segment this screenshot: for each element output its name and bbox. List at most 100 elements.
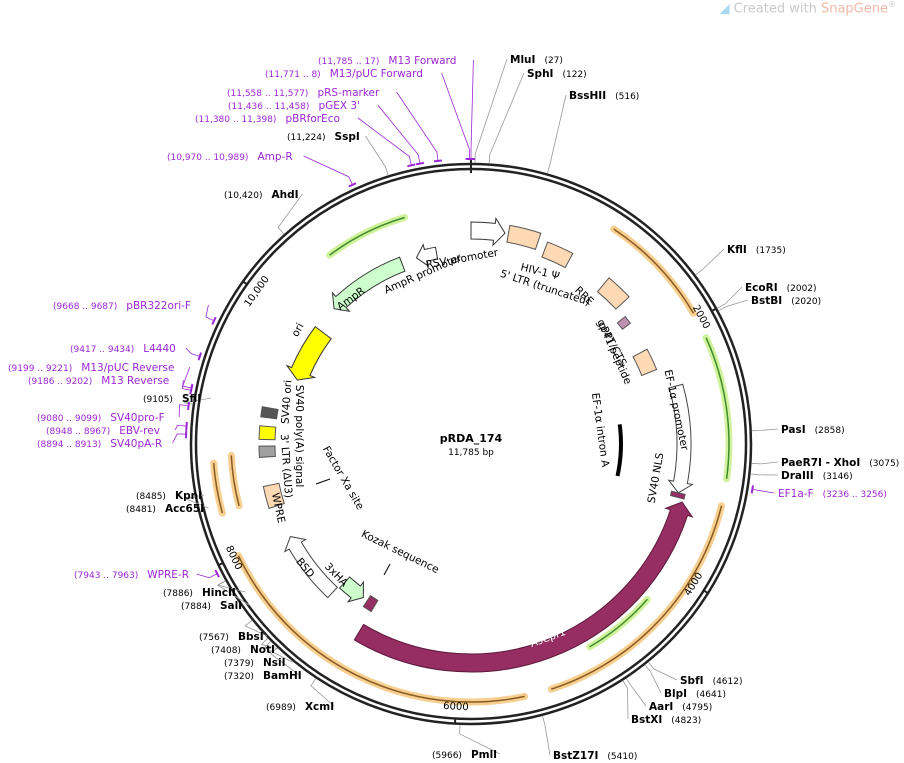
site-xcmi[interactable]: (6989)XcmI: [266, 678, 335, 713]
feature-label-sv40-poly-a-signal: SV40 poly(A) signal: [293, 385, 305, 488]
site-label: PaeR7I - XhoI(3075): [781, 457, 899, 469]
primer-ef1a-f[interactable]: EF1a-F(3236 .. 3256): [750, 485, 887, 500]
primer-leader: [181, 379, 192, 391]
site-bstbi[interactable]: BstBI(2020): [718, 295, 821, 312]
primer-m13-puc-forward[interactable]: (11,771 .. 8)M13/pUC Forward: [265, 68, 474, 160]
site-sfii[interactable]: (9105)SfiI: [143, 393, 212, 405]
primer-leader: [174, 425, 187, 431]
primer-pos: (9417 .. 9434): [70, 345, 134, 355]
factor-xa-marker: [315, 478, 331, 485]
watermark-brand: SnapGene: [820, 1, 888, 17]
site-pos: (1735): [756, 246, 786, 256]
primer-sv40pa-r[interactable]: (8894 .. 8913)SV40pA-R: [37, 430, 188, 450]
site-aari[interactable]: AarI(4795): [625, 678, 712, 713]
site-name: DraIII: [781, 470, 814, 482]
primer-label: (8894 .. 8913)SV40pA-R: [37, 438, 162, 450]
primer-name: M13 Reverse: [101, 375, 169, 387]
primer-leader: [185, 347, 200, 357]
primer-m13-reverse[interactable]: (9186 .. 9202)M13 Reverse: [28, 375, 193, 395]
site-label: BstBI(2020): [751, 295, 821, 307]
site-label: (7886)HincII: [163, 587, 236, 599]
site-acc65i[interactable]: (8481)Acc65I: [126, 496, 209, 515]
primer-pbrforeco[interactable]: (11,380 .. 11,398)pBRforEco: [195, 113, 416, 168]
primer-name: M13/pUC Reverse: [81, 362, 174, 374]
site-name: BstZ17I: [553, 750, 598, 762]
primer-prs-marker[interactable]: (11,558 .. 11,577)pRS-marker: [227, 87, 443, 163]
primer-label: (11,436 .. 11,458)pGEX 3': [228, 100, 360, 112]
site-label: (7320)BamHI: [224, 670, 302, 682]
tick-label: 6000: [443, 701, 469, 713]
site-bstxi[interactable]: BstXI(4823): [622, 680, 702, 727]
site-sphi[interactable]: SphI(122): [488, 68, 587, 164]
site-pasi[interactable]: PasI(2858): [751, 424, 845, 436]
site-bstz17i[interactable]: BstZ17I(5410): [542, 715, 638, 762]
primer-name: M13/pUC Forward: [330, 68, 423, 80]
site-sspi[interactable]: (11,224)SspI: [287, 131, 389, 176]
plasmid-length: 11,785 bp: [448, 448, 494, 458]
site-ecori[interactable]: EcoRI(2002): [716, 282, 817, 309]
primer-pos: (7943 .. 7963): [74, 571, 138, 581]
site-pos: (11,224): [287, 133, 326, 143]
site-leader: [718, 299, 749, 312]
primer-name: pBR322ori-F: [126, 300, 191, 312]
site-pos: (7320): [224, 672, 254, 682]
site-leader: [751, 428, 779, 432]
site-name: BlpI: [664, 688, 687, 700]
primer-pos: (9199 .. 9221): [8, 364, 72, 374]
primer-name: M13 Forward: [388, 55, 456, 67]
site-name: BssHII: [569, 90, 606, 102]
site-label: SphI(122): [527, 68, 587, 80]
primer-l4440[interactable]: (9417 .. 9434)L4440: [70, 343, 202, 361]
feature-sv40-ori: [258, 425, 277, 441]
site-kpni[interactable]: (8485)KpnI: [136, 490, 205, 502]
site-leader: [263, 641, 293, 663]
feature-wpre: [283, 536, 339, 599]
primer-name: pBRforEco: [285, 113, 339, 125]
site-name: AarI: [649, 701, 673, 713]
primer-leader: [172, 433, 187, 444]
site-ahdi[interactable]: (10,420)AhdI: [224, 189, 303, 235]
feature-3xha: [362, 595, 379, 613]
site-label: BlpI(4641): [664, 688, 726, 700]
site-mlui[interactable]: MluI(27): [474, 54, 563, 164]
site-draiii[interactable]: DraIII(3146): [750, 470, 853, 482]
site-pos: (2858): [815, 426, 845, 436]
site-pos: (27): [544, 56, 562, 66]
site-noti[interactable]: (7408)NotI: [211, 637, 280, 656]
site-pmli[interactable]: (5966)PmlI: [432, 724, 501, 761]
primer-leader: [357, 117, 412, 166]
site-bsshii[interactable]: BssHII(516): [546, 90, 639, 174]
site-bbsi[interactable]: (7567)BbsI: [199, 619, 268, 643]
site-name: KpnI: [175, 490, 202, 502]
site-label: EcoRI(2002): [745, 282, 817, 294]
primer-leader: [441, 72, 471, 159]
primer-m13-forward[interactable]: (11,785 .. 17)M13 Forward: [318, 55, 475, 160]
site-nsii[interactable]: (7379)NsiI: [224, 641, 293, 669]
tick-mark: [710, 307, 718, 313]
site-paer7i-xhoi[interactable]: PaeR7I - XhoI(3075): [751, 457, 899, 469]
tick-mark: [241, 280, 249, 286]
primer-label: (11,785 .. 17)M13 Forward: [318, 55, 456, 67]
site-bamhi[interactable]: (7320)BamHI: [224, 647, 302, 683]
site-sbfi[interactable]: SbfI(4612): [647, 661, 743, 687]
primer-amp-r[interactable]: (10,970 .. 10,989)Amp-R: [167, 151, 357, 188]
site-label: BstZ17I(5410): [553, 750, 637, 762]
site-label: AarI(4795): [649, 701, 712, 713]
site-hincii[interactable]: (7886)HincII: [163, 580, 246, 599]
site-kfli[interactable]: KflI(1735): [695, 244, 786, 276]
primer-wpre-r[interactable]: (7943 .. 7963)WPRE-R: [74, 569, 220, 581]
site-pos: (4612): [713, 677, 743, 687]
site-name: XcmI: [305, 701, 334, 713]
primer-ebv-rev[interactable]: (8948 .. 8967)EBV-rev: [46, 422, 188, 437]
site-pos: (4823): [671, 716, 701, 726]
orf-halo-2: [547, 502, 725, 693]
feature-sv40-polya: [258, 445, 276, 458]
site-blpi[interactable]: BlpI(4641): [644, 664, 726, 700]
site-pos: (7884): [181, 602, 211, 612]
site-pos: (7886): [163, 589, 193, 599]
primer-pbr322ori-f[interactable]: (9668 .. 9687)pBR322ori-F: [53, 300, 217, 325]
primer-sv40pro-f[interactable]: (9080 .. 9099)SV40pro-F: [37, 401, 191, 424]
primer-pgex-3[interactable]: (11,436 .. 11,458)pGEX 3': [228, 100, 425, 166]
site-label: KflI(1735): [727, 244, 786, 256]
tick-mark: [702, 589, 710, 595]
